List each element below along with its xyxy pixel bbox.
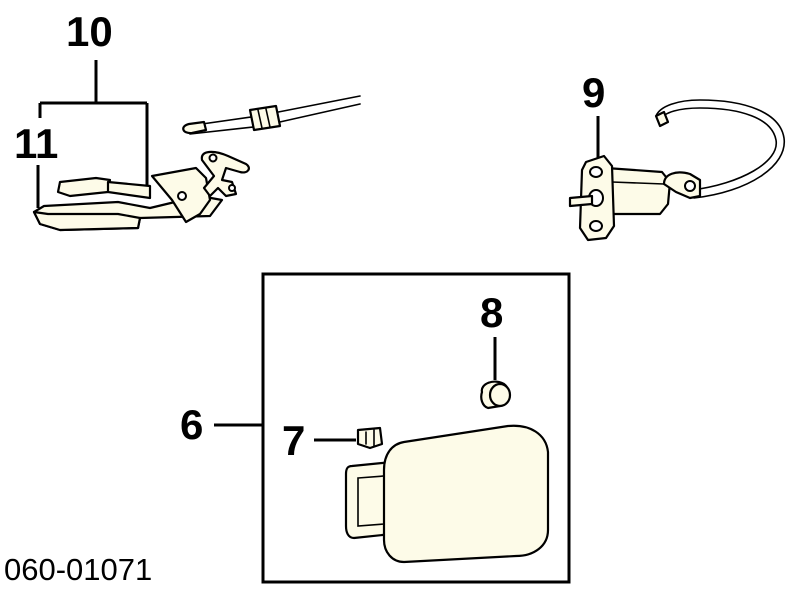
fuel-filler-door bbox=[344, 424, 550, 564]
group-box-6 bbox=[261, 272, 571, 584]
clip-part-7 bbox=[356, 426, 384, 450]
cushion-part-8 bbox=[480, 380, 512, 410]
callout-11: 11 bbox=[14, 120, 58, 167]
leader-10 bbox=[38, 60, 149, 186]
callout-9: 9 bbox=[582, 69, 605, 116]
opener-lever-assembly bbox=[32, 95, 361, 232]
callout-6: 6 bbox=[180, 401, 203, 448]
lock-actuator-assembly bbox=[568, 99, 785, 242]
callout-8: 8 bbox=[480, 289, 503, 336]
callout-7: 7 bbox=[282, 417, 305, 464]
diagram-code: 060-01071 bbox=[4, 552, 152, 587]
callout-10: 10 bbox=[66, 8, 113, 55]
